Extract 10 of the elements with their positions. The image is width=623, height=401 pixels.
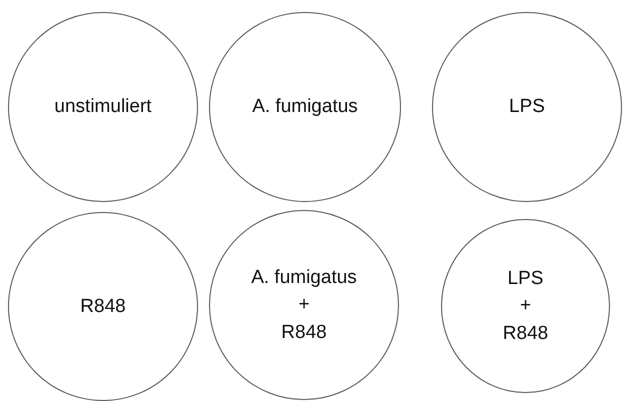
- node-label: R848: [80, 294, 126, 319]
- node-label: A. fumigatus: [252, 95, 358, 120]
- node-label: A. fumigatus: [251, 266, 357, 290]
- node-label: LPS: [508, 266, 544, 291]
- node-label: +: [298, 293, 310, 318]
- node-label: +: [520, 294, 532, 318]
- node-label: unstimuliert: [54, 95, 152, 120]
- node-label: LPS: [509, 95, 545, 120]
- node-label: R848: [281, 320, 327, 345]
- node-label: R848: [502, 322, 548, 346]
